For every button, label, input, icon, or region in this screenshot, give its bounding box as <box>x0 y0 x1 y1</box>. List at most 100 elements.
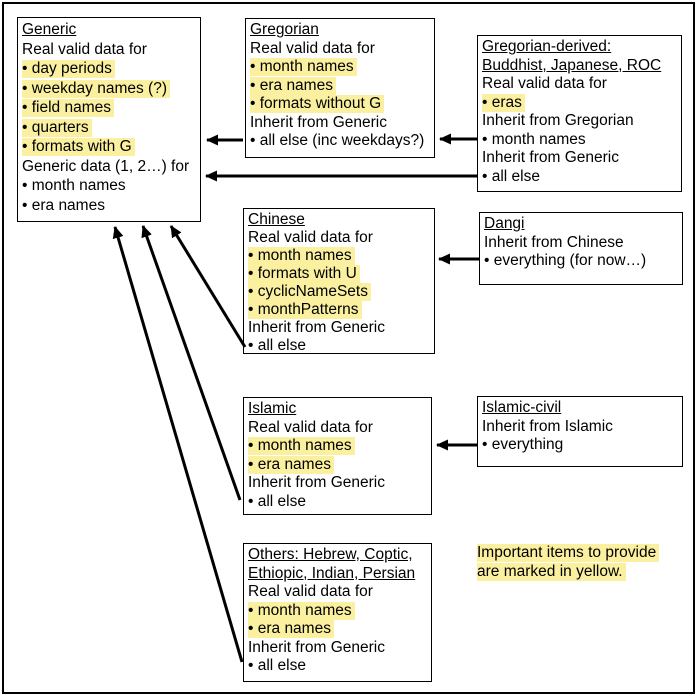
highlighted-text: • quarters <box>22 118 92 137</box>
text-line: Real valid data for <box>482 75 681 94</box>
box-title-line: Gregorian-derived: <box>482 38 681 57</box>
box-title-line: Others: Hebrew, Coptic, <box>248 546 431 565</box>
text-line: Inherit from Generic <box>482 149 681 168</box>
highlighted-text: • month names <box>248 247 355 265</box>
box-title-line: Ethiopic, Indian, Persian <box>248 565 431 584</box>
highlighted-text: • formats with U <box>248 265 360 283</box>
text-line: Inherit from Gregorian <box>482 112 681 131</box>
highlighted-text: • month names <box>250 58 357 76</box>
text-line: Generic data (1, 2…) for <box>22 157 200 177</box>
plain-text: Real valid data for <box>482 75 607 92</box>
highlighted-text: • monthPatterns <box>248 301 362 319</box>
plain-text: • era names <box>22 196 105 214</box>
plain-text: • all else <box>248 492 306 510</box>
highlighted-text: Important items to provide <box>477 544 660 562</box>
highlighted-text: are marked in yellow. <box>477 562 626 581</box>
plain-text: Inherit from Chinese <box>484 233 624 251</box>
highlighted-text: • eras <box>482 93 525 112</box>
plain-text: Inherit from Generic <box>248 638 385 656</box>
text-line: • month names <box>248 601 431 621</box>
plain-text: Real valid data for <box>248 418 373 436</box>
plain-text: Generic <box>22 21 77 38</box>
text-line: • month names <box>248 437 431 456</box>
text-line: Inherit from Islamic <box>482 418 682 437</box>
text-line: • month names <box>482 131 681 150</box>
box-title-line: Islamic-civil <box>482 399 682 418</box>
text-line: Inherit from Generic <box>250 114 434 133</box>
text-line: Real valid data for <box>248 583 431 602</box>
text-line: • weekday names (?) <box>22 79 200 99</box>
text-line: Inherit from Chinese <box>484 234 682 253</box>
plain-text: Buddhist, Japanese, ROC <box>482 56 662 74</box>
highlighted-text: • formats with G <box>22 138 135 156</box>
plain-text: • month names <box>22 177 126 194</box>
box-title-line: Generic <box>22 20 200 40</box>
highlighted-text: • day periods <box>22 60 115 78</box>
text-line: • month names <box>248 247 434 265</box>
text-line: • monthPatterns <box>248 301 434 319</box>
plain-text: • everything <box>482 436 564 453</box>
text-line: • eras <box>482 93 681 113</box>
text-line: Inherit from Generic <box>248 639 431 658</box>
box-title-line: Buddhist, Japanese, ROC <box>482 57 681 76</box>
text-line: • formats without G <box>250 95 434 114</box>
plain-text: Ethiopic, Indian, Persian <box>248 564 416 582</box>
plain-text: • all else <box>482 167 540 185</box>
plain-text: • all else <box>248 337 306 354</box>
plain-text: Inherit from Gregorian <box>482 112 634 129</box>
plain-text: • all else (inc weekdays?) <box>250 132 425 149</box>
highlighted-text: • field names <box>22 99 114 117</box>
box-title-line: Dangi <box>484 215 682 234</box>
plain-text: Generic data (1, 2…) for <box>22 157 190 175</box>
text-line: Real valid data for <box>22 40 200 60</box>
plain-text: Islamic-civil <box>482 399 562 416</box>
text-line: • era names <box>248 620 431 639</box>
plain-text: Real valid data for <box>22 40 147 58</box>
plain-text: Chinese <box>248 211 305 228</box>
plain-text: Inherit from Generic <box>248 319 385 336</box>
text-line: Real valid data for <box>248 229 434 247</box>
text-line: • day periods <box>22 59 200 79</box>
text-line: Important items to provide <box>477 544 682 563</box>
text-line: • all else <box>482 168 681 187</box>
text-line: • quarters <box>22 118 200 138</box>
plain-text: Real valid data for <box>248 583 373 600</box>
text-line: • field names <box>22 98 200 118</box>
plain-text: Others: Hebrew, Coptic, <box>248 546 413 563</box>
plain-text: Inherit from Generic <box>482 149 619 166</box>
text-line: • all else <box>248 337 434 355</box>
plain-text: Real valid data for <box>248 229 373 246</box>
highlighted-text: • era names <box>248 620 334 638</box>
text-line: are marked in yellow. <box>477 562 682 582</box>
box-title-line: Islamic <box>248 400 431 419</box>
plain-text: • everything (for now…) <box>484 252 647 269</box>
text-line: • all else <box>248 657 431 676</box>
text-line: • month names <box>22 176 200 196</box>
text-line: • formats with G <box>22 137 200 157</box>
highlighted-text: • month names <box>248 601 355 620</box>
box-others: Others: Hebrew, Coptic,Ethiopic, Indian,… <box>243 543 432 682</box>
text-line: • cyclicNameSets <box>248 283 434 301</box>
plain-text: Gregorian <box>250 21 319 38</box>
plain-text: Dangi <box>484 215 525 232</box>
highlighted-text: • month names <box>248 437 355 455</box>
text-line: Real valid data for <box>248 419 431 438</box>
plain-text: Islamic <box>248 400 297 417</box>
highlighted-text: • era names <box>248 455 334 474</box>
highlighted-text: • era names <box>250 76 336 95</box>
box-gregorian-derived: Gregorian-derived:Buddhist, Japanese, RO… <box>477 35 682 192</box>
plain-text: • all else <box>248 657 306 674</box>
box-title-line: Gregorian <box>250 21 434 40</box>
highlighted-text: • cyclicNameSets <box>248 283 371 301</box>
text-line: • era names <box>22 196 200 216</box>
text-line: Inherit from Generic <box>248 319 434 337</box>
text-line: • everything <box>482 436 682 455</box>
text-line: • all else <box>248 493 431 512</box>
